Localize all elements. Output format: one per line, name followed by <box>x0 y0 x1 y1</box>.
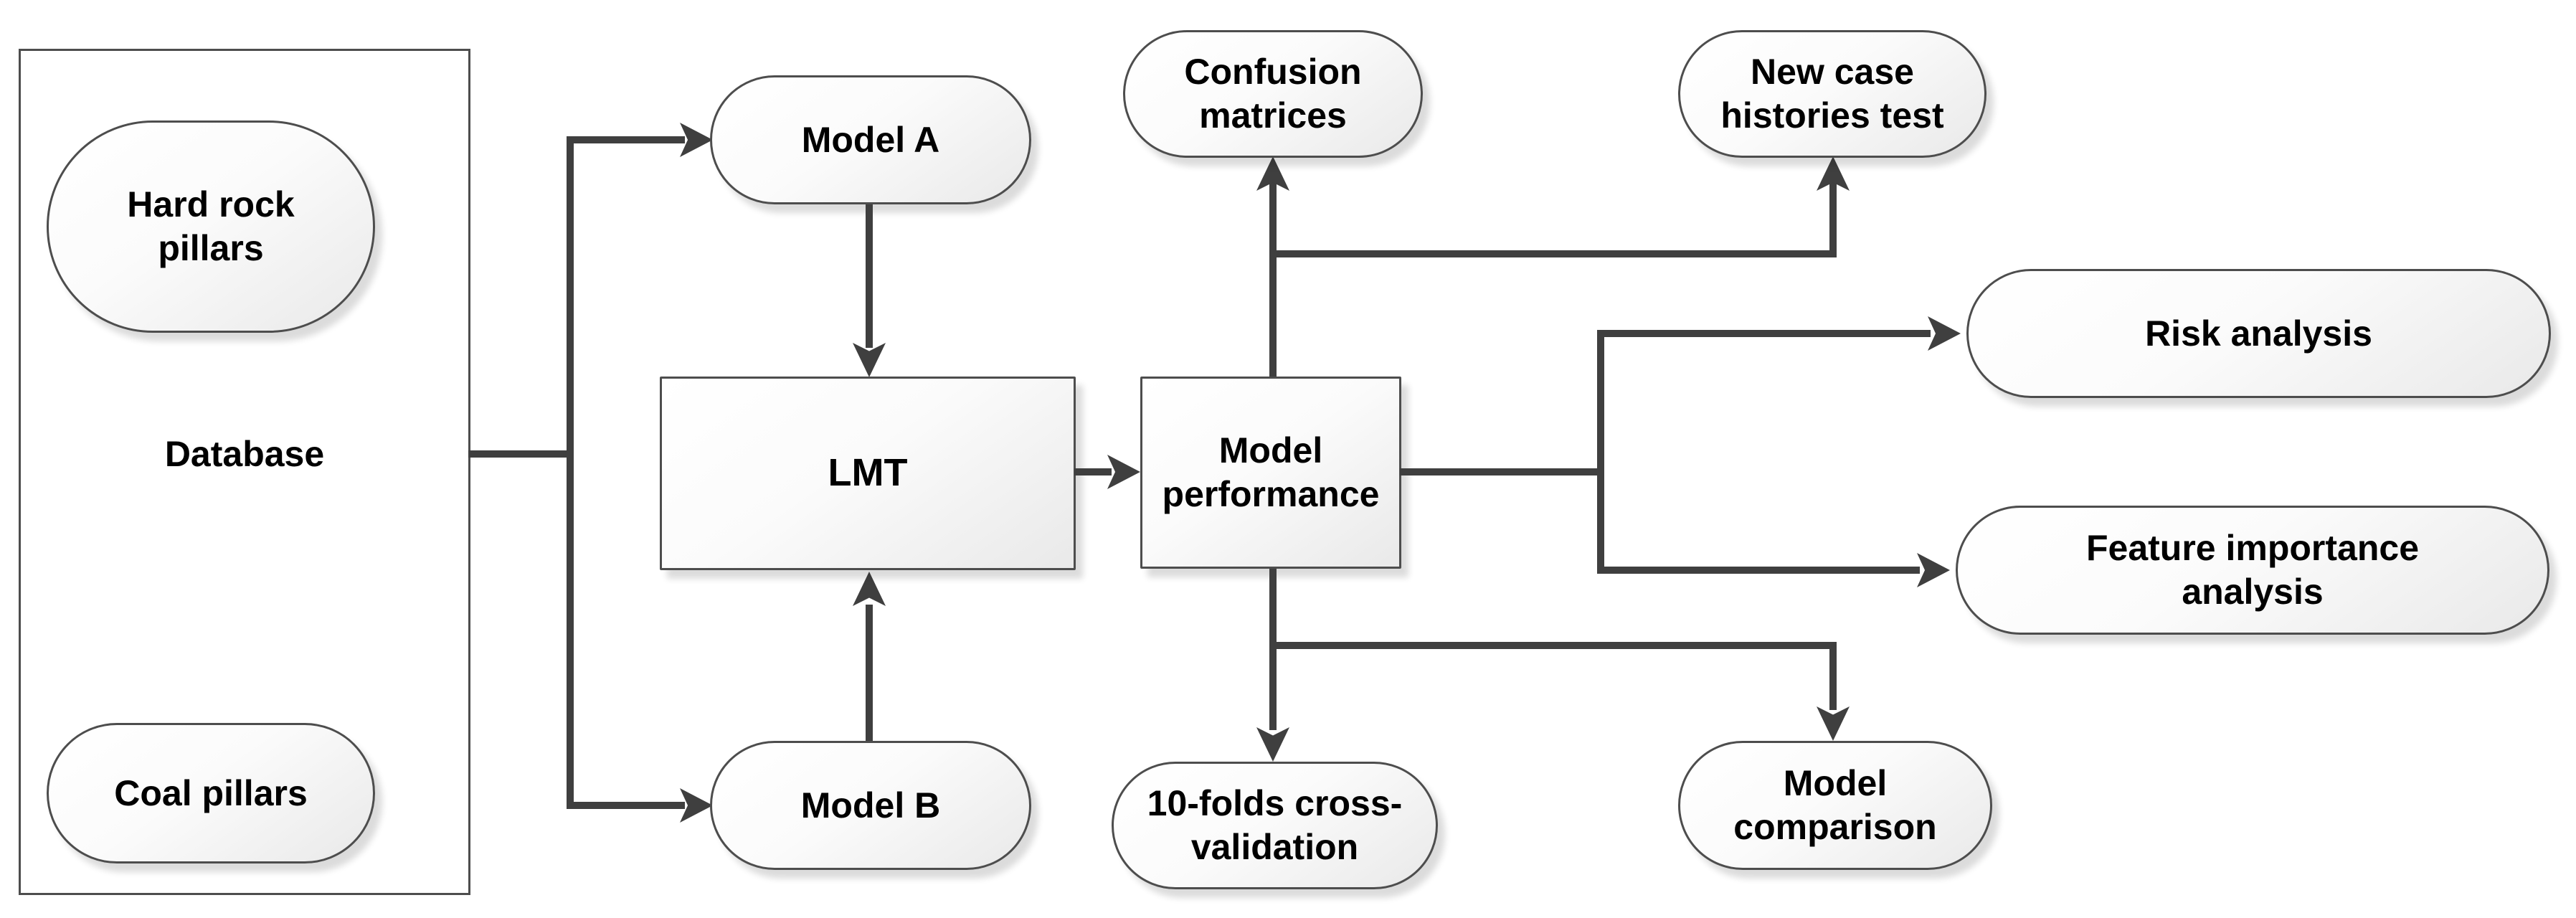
edge-performance-confusion <box>1269 172 1277 377</box>
node-label: Model performance <box>1162 430 1380 514</box>
edge-branch-vertical <box>567 136 574 809</box>
edge-to-risk <box>1597 330 1931 337</box>
node-label: Hard rock pillars <box>127 184 295 268</box>
node-label: Model A <box>801 119 940 160</box>
edge-branch-newcase-h <box>1269 250 1837 257</box>
node-model-b: Model B <box>710 741 1031 870</box>
node-model-a: Model A <box>710 75 1031 204</box>
edge-database-out <box>468 450 572 458</box>
node-label: Model comparison <box>1733 763 1937 847</box>
node-label: Model B <box>800 785 941 825</box>
node-label: Feature importance analysis <box>2085 528 2419 612</box>
node-risk-analysis: Risk analysis <box>1966 269 2551 398</box>
edge-performance-right <box>1400 468 1604 475</box>
edge-model-b-lmt <box>866 605 873 741</box>
edge-right-vertical <box>1597 330 1604 574</box>
arrowhead-performance <box>1107 455 1140 489</box>
edge-to-model-b <box>567 802 685 809</box>
edge-performance-tenfolds <box>1269 569 1277 730</box>
arrowhead-lmt-top <box>853 343 886 377</box>
node-model-comparison: Model comparison <box>1678 741 1992 870</box>
node-hard-rock-pillars: Hard rock pillars <box>47 120 375 333</box>
node-label: LMT <box>828 451 908 495</box>
arrowhead-comparison <box>1817 706 1850 741</box>
node-confusion-matrices: Confusion matrices <box>1123 30 1423 158</box>
node-label: Coal pillars <box>114 772 308 813</box>
edge-to-feature <box>1597 567 1920 574</box>
node-lmt: LMT <box>660 377 1076 570</box>
node-label: 10-folds cross-validation <box>1147 783 1403 867</box>
arrowhead-feature <box>1917 553 1950 587</box>
arrowhead-risk <box>1928 316 1961 351</box>
node-coal-pillars: Coal pillars <box>47 723 375 863</box>
database-label: Database <box>19 429 470 479</box>
edge-branch-newcase-v <box>1829 172 1837 257</box>
edge-lmt-performance <box>1074 468 1112 475</box>
node-feature-importance: Feature importance analysis <box>1956 506 2549 635</box>
node-label: Risk analysis <box>2145 313 2372 354</box>
edge-to-model-a <box>567 136 685 143</box>
node-label: New case histories test <box>1720 52 1944 136</box>
arrowhead-lmt-bottom <box>853 572 886 606</box>
node-label: Database <box>164 434 325 474</box>
edge-branch-comparison-v <box>1829 642 1837 710</box>
arrowhead-tenfolds <box>1256 727 1289 762</box>
node-model-performance: Model performance <box>1140 377 1401 569</box>
edge-model-a-lmt <box>866 204 873 348</box>
node-ten-folds: 10-folds cross-validation <box>1112 762 1438 889</box>
node-new-case-histories: New case histories test <box>1678 30 1987 158</box>
edge-branch-comparison-h <box>1269 642 1837 649</box>
node-label: Confusion matrices <box>1184 52 1362 136</box>
